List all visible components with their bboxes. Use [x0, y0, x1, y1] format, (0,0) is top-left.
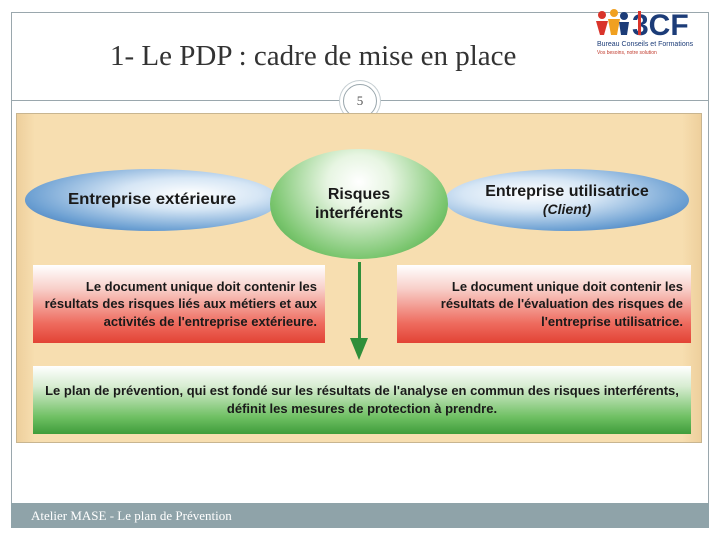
box-document-unique-utilisatrice: Le document unique doit contenir les rés… [397, 265, 691, 343]
box-bottom-text: Le plan de prévention, qui est fondé sur… [45, 383, 679, 416]
box-left-text: Le document unique doit contenir les rés… [44, 278, 317, 329]
ellipse-left-label: Entreprise extérieure [67, 191, 237, 209]
diagram-panel: Entreprise extérieure Entreprise utilisa… [16, 113, 702, 443]
ellipse-entreprise-utilisatrice: Entreprise utilisatrice (Client) [445, 169, 689, 231]
logo-tagline: Bureau Conseils et Formations [597, 41, 694, 48]
ellipse-right-label: Entreprise utilisatrice (Client) [485, 182, 649, 218]
ellipse-risques-interferents: Risques interférents [270, 149, 448, 259]
logo-subtagline: Vos besoins, notre solution [597, 50, 657, 56]
box-plan-de-prevention: Le plan de prévention, qui est fondé sur… [33, 366, 691, 434]
title-rule-left [11, 100, 343, 101]
ellipse-right-subtitle: (Client) [542, 201, 592, 218]
ellipse-right-title: Entreprise utilisatrice [485, 183, 649, 200]
bcf-logo: 3CF [596, 9, 689, 42]
ellipse-entreprise-exterieure: Entreprise extérieure [24, 169, 280, 231]
box-right-text: Le document unique doit contenir les rés… [440, 278, 683, 329]
svg-text:3CF: 3CF [632, 9, 689, 42]
footer-text: Atelier MASE - Le plan de Prévention [31, 508, 232, 523]
ellipse-center-label: Risques interférents [314, 185, 404, 222]
arrow-down-icon [350, 338, 368, 360]
box-document-unique-exterieure: Le document unique doit contenir les rés… [33, 265, 325, 343]
title-rule-right [378, 100, 709, 101]
slide-title: 1- Le PDP : cadre de mise en place [110, 40, 517, 72]
logo-figures-icon [596, 9, 629, 35]
arrow-shaft [358, 262, 361, 342]
slide-footer: Atelier MASE - Le plan de Prévention [11, 503, 709, 528]
